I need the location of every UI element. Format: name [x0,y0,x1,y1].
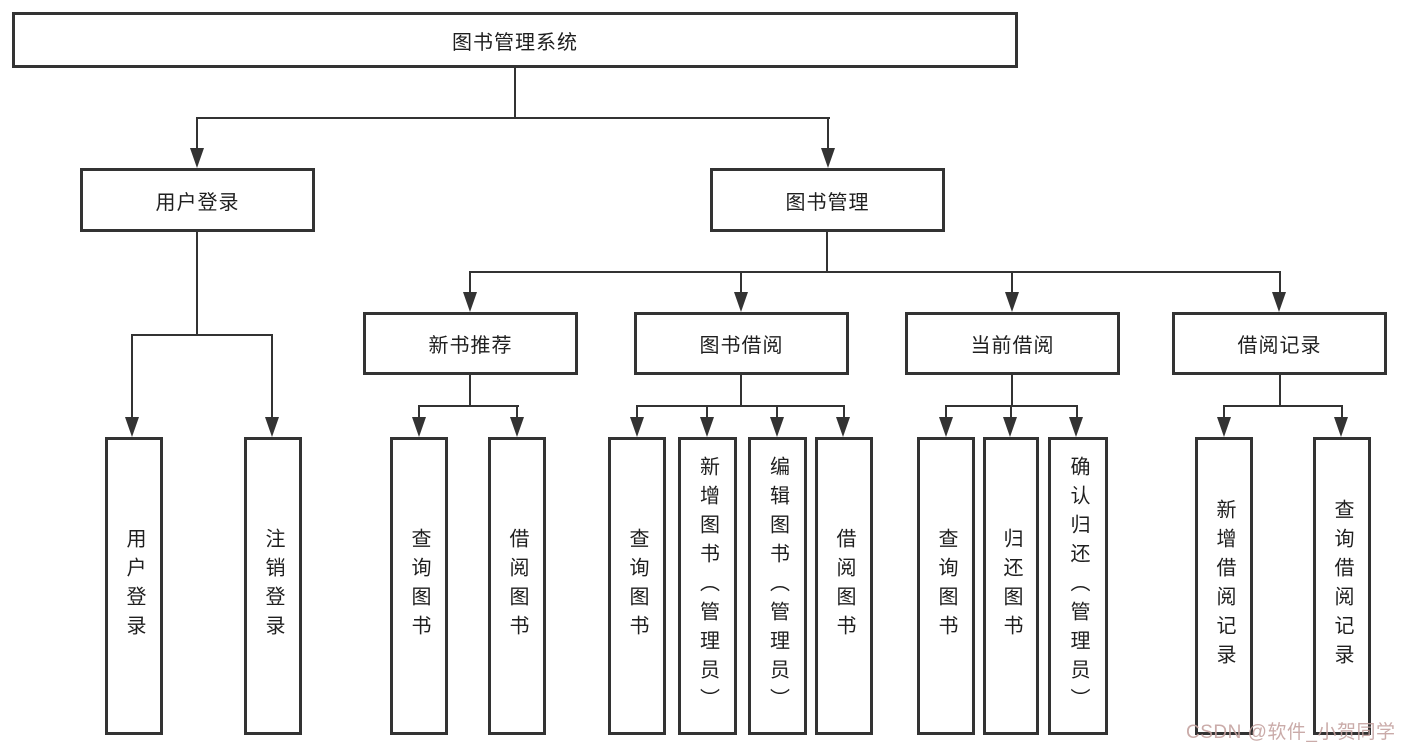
connector-line [1010,405,1012,419]
connector-line [514,68,516,118]
connector-line [1011,271,1013,294]
connector-line [636,405,638,419]
leaf-confirm-return-admin-box: 确认归还（管理员） [1048,437,1108,735]
arrowhead-down-icon [700,417,714,437]
leaf-borrow-books-borrow-label: 借阅图书 [833,528,855,644]
connector-line [271,334,273,419]
leaf-logout-label: 注销登录 [262,528,284,644]
arrowhead-down-icon [939,417,953,437]
connector-line [196,232,198,336]
connector-line [1279,271,1281,294]
leaf-borrow-books-newrec-box: 借阅图书 [488,437,546,735]
arrowhead-down-icon [1005,292,1019,312]
leaf-query-borrow-record-box: 查询借阅记录 [1313,437,1371,735]
csdn-watermark: CSDN @软件_小贺同学 [1186,722,1396,743]
connector-line [469,375,471,407]
connector-line [826,232,828,273]
leaf-return-books-box: 归还图书 [983,437,1039,735]
connector-line [418,405,519,407]
leaf-query-books-borrow-label: 查询图书 [626,528,648,644]
leaf-edit-books-admin-label: 编辑图书（管理员） [766,455,789,717]
connector-line [740,271,742,294]
arrowhead-down-icon [836,417,850,437]
connector-line [1279,375,1281,407]
node-new-book-rec-box: 新书推荐 [363,312,578,375]
arrowhead-down-icon [734,292,748,312]
connector-line [469,271,471,294]
leaf-edit-books-admin-box: 编辑图书（管理员） [748,437,807,735]
leaf-borrow-books-borrow-box: 借阅图书 [815,437,873,735]
arrowhead-down-icon [125,417,139,437]
arrowhead-down-icon [190,148,204,168]
connector-line [516,405,518,419]
connector-line [469,271,1281,273]
connector-line [636,405,845,407]
connector-line [1223,405,1343,407]
arrowhead-down-icon [510,417,524,437]
connector-line [945,405,947,419]
arrowhead-down-icon [1272,292,1286,312]
node-root-box: 图书管理系统 [12,12,1018,68]
node-borrow-records-box: 借阅记录 [1172,312,1387,375]
leaf-user-login-box: 用户登录 [105,437,163,735]
leaf-add-books-admin-label: 新增图书（管理员） [696,455,719,717]
arrowhead-down-icon [630,417,644,437]
connector-line [1223,405,1225,419]
leaf-return-books-label: 归还图书 [1000,528,1022,644]
node-new-book-rec-label: 新书推荐 [428,335,513,357]
connector-line [827,117,829,150]
leaf-borrow-books-newrec-label: 借阅图书 [506,528,528,644]
arrowhead-down-icon [265,417,279,437]
node-book-borrow-box: 图书借阅 [634,312,849,375]
node-book-borrow-label: 图书借阅 [699,335,784,357]
arrowhead-down-icon [821,148,835,168]
arrowhead-down-icon [770,417,784,437]
node-borrow-records-label: 借阅记录 [1237,335,1322,357]
node-current-borrow-label: 当前借阅 [970,335,1055,357]
connector-line [196,117,198,150]
node-user-login-box: 用户登录 [80,168,315,232]
leaf-add-borrow-record-label: 新增借阅记录 [1213,499,1235,673]
leaf-user-login-label: 用户登录 [123,528,145,644]
arrowhead-down-icon [1217,417,1231,437]
connector-line [131,334,273,336]
connector-line [740,375,742,407]
node-user-login-label: 用户登录 [155,191,240,214]
connector-line [1076,405,1078,419]
node-current-borrow-box: 当前借阅 [905,312,1120,375]
connector-line [418,405,420,419]
leaf-query-books-current-box: 查询图书 [917,437,975,735]
leaf-query-books-newrec-box: 查询图书 [390,437,448,735]
leaf-add-books-admin-box: 新增图书（管理员） [678,437,737,735]
leaf-query-books-current-label: 查询图书 [935,528,957,644]
leaf-confirm-return-admin-label: 确认归还（管理员） [1067,455,1089,717]
leaf-query-borrow-record-label: 查询借阅记录 [1331,499,1353,673]
arrowhead-down-icon [1003,417,1017,437]
connector-line [1341,405,1343,419]
node-book-mgmt-label: 图书管理 [785,191,870,214]
leaf-add-borrow-record-box: 新增借阅记录 [1195,437,1253,735]
arrowhead-down-icon [412,417,426,437]
leaf-logout-box: 注销登录 [244,437,302,735]
connector-line [131,334,133,419]
connector-line [1011,375,1013,407]
connector-line [196,117,830,119]
node-book-mgmt-box: 图书管理 [710,168,945,232]
arrowhead-down-icon [1069,417,1083,437]
connector-line [776,405,778,419]
node-root-label: 图书管理系统 [452,31,578,54]
leaf-query-books-borrow-box: 查询图书 [608,437,666,735]
arrowhead-down-icon [463,292,477,312]
arrowhead-down-icon [1334,417,1348,437]
connector-line [706,405,708,419]
leaf-query-books-newrec-label: 查询图书 [408,528,430,644]
connector-line [843,405,845,419]
